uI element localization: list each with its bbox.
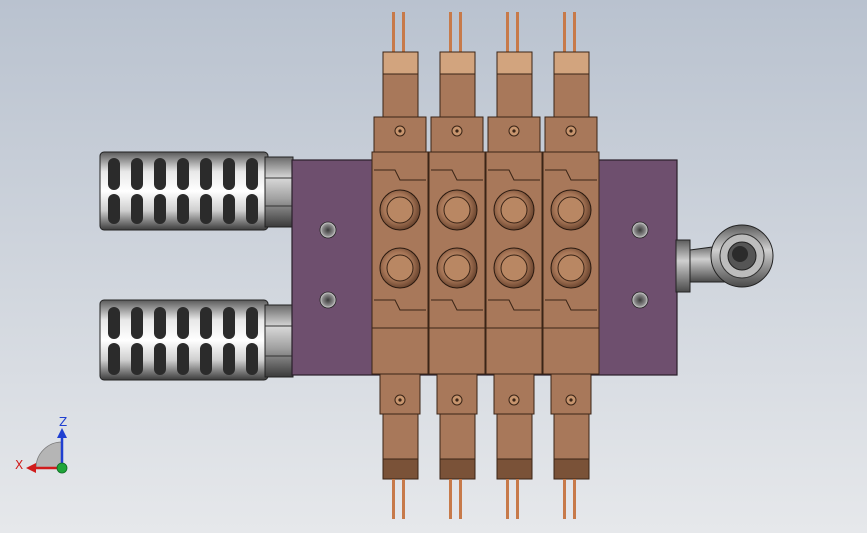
valve-stack xyxy=(371,12,600,519)
valve-4[interactable] xyxy=(542,12,600,519)
silencer-top[interactable] xyxy=(99,151,294,231)
valve-2[interactable] xyxy=(428,12,486,519)
valve-3[interactable] xyxy=(485,12,543,519)
silencer-bottom-nut xyxy=(264,304,294,378)
silencer-bottom[interactable] xyxy=(99,299,294,381)
silencer-top-nut xyxy=(264,156,294,228)
mount-hole xyxy=(319,291,337,309)
supply-fitting[interactable] xyxy=(675,224,774,293)
y-axis-origin xyxy=(56,462,68,474)
mount-hole xyxy=(631,221,649,239)
mount-hole xyxy=(631,291,649,309)
silencer-top-slots xyxy=(108,158,258,224)
z-axis-label: Z xyxy=(59,415,67,429)
x-axis-label: X xyxy=(15,458,23,472)
silencer-bottom-slots xyxy=(108,307,258,375)
valve-1[interactable] xyxy=(371,12,429,519)
mount-hole xyxy=(319,221,337,239)
orientation-triad[interactable]: Z X xyxy=(15,415,68,474)
